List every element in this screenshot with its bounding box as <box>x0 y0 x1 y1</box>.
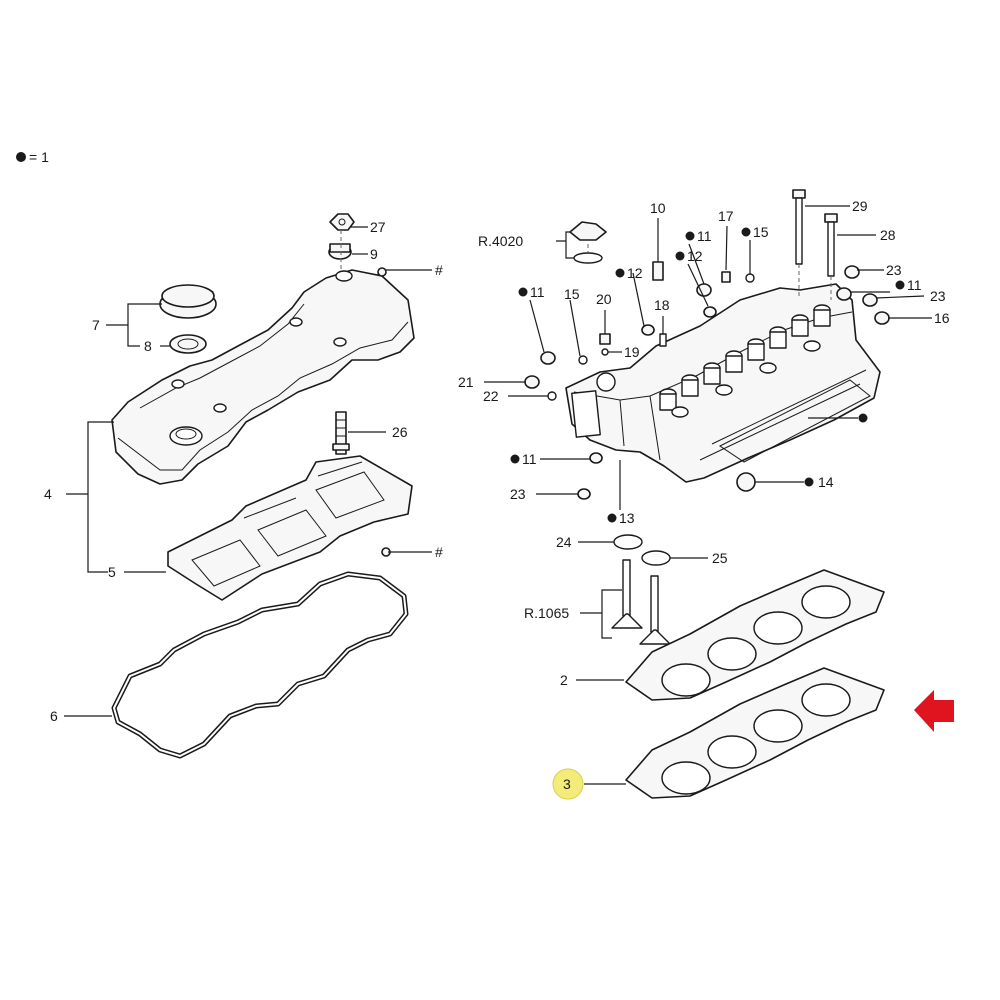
callout-13: 13 <box>619 510 635 526</box>
callout-27: 27 <box>370 219 386 235</box>
callout-16: 16 <box>934 310 950 326</box>
legend-text: = 1 <box>29 149 49 165</box>
sensor-part <box>652 261 664 281</box>
valve-seal-part <box>613 534 643 550</box>
callout-11-right: 11 <box>907 277 922 293</box>
callout-12-mid: 12 <box>627 265 643 281</box>
highlight-circle <box>552 768 584 800</box>
bullet-dot-icon <box>16 152 26 162</box>
callout-18: 18 <box>654 297 670 313</box>
callout-22: 22 <box>483 388 499 404</box>
intake-valve-part <box>622 559 631 617</box>
callout-5: 5 <box>108 564 116 580</box>
valve-cover-part <box>111 269 415 485</box>
callout-7: 7 <box>92 317 100 333</box>
exhaust-valve-part <box>650 575 659 633</box>
screw-part <box>377 267 387 277</box>
callout-9: 9 <box>370 246 378 262</box>
callout-hash-lower: # <box>435 544 443 560</box>
callout-19: 19 <box>624 344 640 360</box>
callout-26: 26 <box>392 424 408 440</box>
cap-nut-part <box>329 213 355 231</box>
callout-21: 21 <box>458 374 474 390</box>
baffle-plate-part <box>167 455 413 601</box>
highlighted-callout: 3 <box>552 768 584 800</box>
legend: = 1 <box>16 149 49 165</box>
callout-28: 28 <box>880 227 896 243</box>
callout-15-top: 15 <box>753 224 769 240</box>
callout-11-bottom: 11 <box>522 451 537 467</box>
callout-29: 29 <box>852 198 868 214</box>
callout-2: 2 <box>560 672 568 688</box>
filler-seal-part <box>169 334 207 354</box>
callout-20: 20 <box>596 291 612 307</box>
cylinder-head-group <box>524 189 890 645</box>
callout-11-top: 11 <box>697 228 712 244</box>
callout-17: 17 <box>718 208 734 224</box>
head-gasket-2-part <box>625 569 885 701</box>
thermostat-part <box>569 221 607 241</box>
callout-r4020: R.4020 <box>478 233 523 249</box>
left-leaders <box>64 226 432 717</box>
callout-4: 4 <box>44 486 52 502</box>
callout-25: 25 <box>712 550 728 566</box>
bullet-markers <box>510 227 905 523</box>
right-leaders <box>484 205 932 785</box>
callout-r1065: R.1065 <box>524 605 569 621</box>
head-bolt-part <box>792 189 806 199</box>
callout-10: 10 <box>650 200 666 216</box>
callout-23-top: 23 <box>886 262 902 278</box>
callout-3: 3 <box>563 776 571 792</box>
valve-cover-group <box>111 213 415 759</box>
callout-24: 24 <box>556 534 572 550</box>
callout-14: 14 <box>818 474 834 490</box>
head-gasket-3-part <box>625 667 885 799</box>
stud-part <box>335 411 347 455</box>
callout-11-left: 11 <box>530 284 545 300</box>
callout-23-bottom: 23 <box>510 486 526 502</box>
callout-23-right: 23 <box>930 288 946 304</box>
callout-hash-upper: # <box>435 262 443 278</box>
plug-part <box>540 351 556 365</box>
red-arrow-icon <box>914 690 954 732</box>
callout-6: 6 <box>50 708 58 724</box>
callout-15-left: 15 <box>564 286 580 302</box>
callout-8: 8 <box>144 338 152 354</box>
callout-12-top: 12 <box>687 248 703 264</box>
